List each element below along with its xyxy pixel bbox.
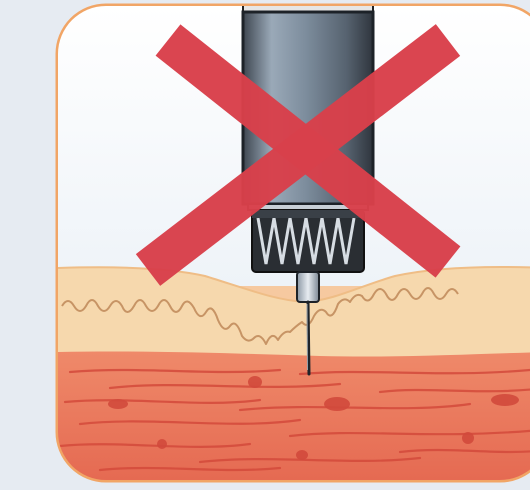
muscle-layer [58,349,530,480]
illustration-panel [58,0,530,480]
needle-icon [307,302,309,374]
